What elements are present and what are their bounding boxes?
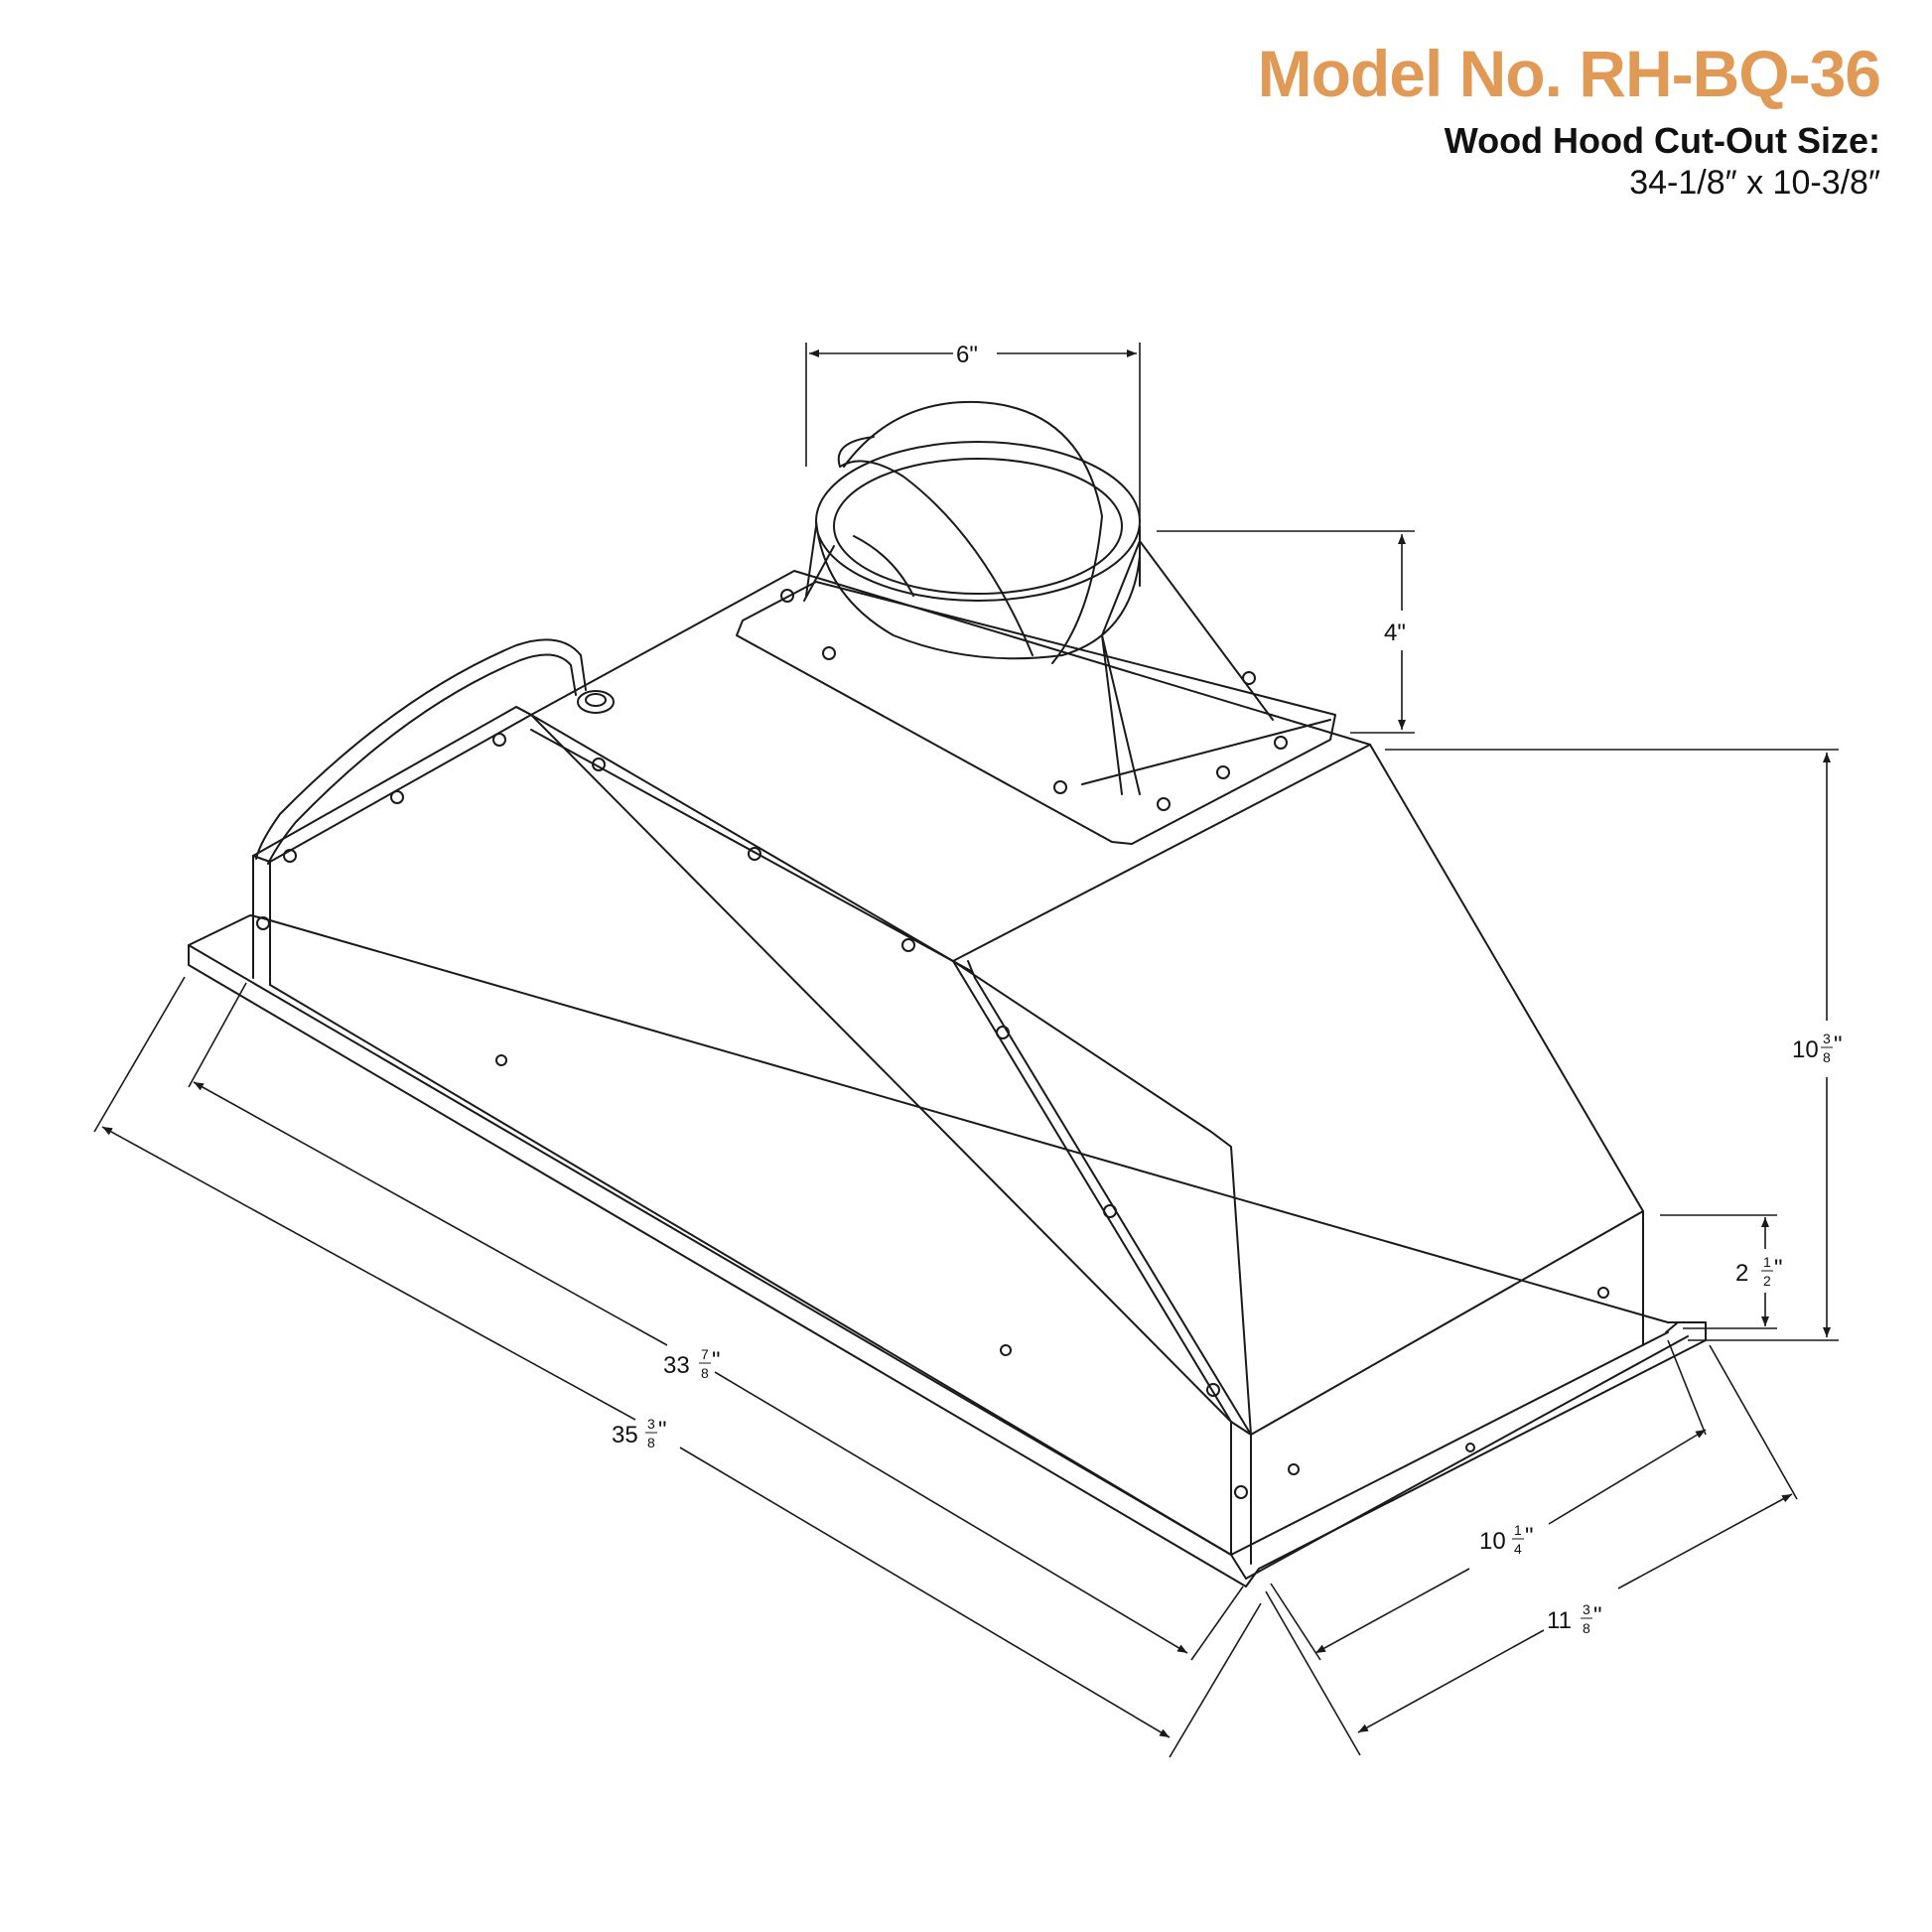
duct-transition [803, 540, 1274, 795]
svg-text:33: 33 [663, 1352, 690, 1379]
total-height-label: 10 3 8 " [1792, 1031, 1843, 1065]
svg-text:": " [1774, 1255, 1783, 1282]
header: Model No. RH-BQ-36 Wood Hood Cut-Out Siz… [1257, 37, 1881, 203]
overall-depth-label: 11 3 8 " [1547, 1601, 1602, 1636]
dim-total-height [1385, 749, 1839, 1341]
collar-height-label: 4" [1384, 620, 1406, 646]
svg-text:3: 3 [647, 1416, 655, 1432]
svg-text:8: 8 [701, 1365, 709, 1381]
svg-text:1: 1 [1763, 1254, 1771, 1270]
svg-text:4: 4 [1514, 1541, 1522, 1557]
svg-text:3: 3 [1583, 1601, 1590, 1617]
left-side-panel [252, 706, 532, 986]
dim-body-length [188, 982, 1244, 1661]
svg-text:35: 35 [612, 1422, 638, 1449]
svg-text:10: 10 [1792, 1036, 1819, 1063]
svg-text:": " [1593, 1602, 1602, 1629]
svg-text:": " [1834, 1032, 1843, 1058]
svg-text:8: 8 [647, 1435, 655, 1450]
svg-text:8: 8 [1823, 1049, 1831, 1065]
screws [256, 589, 1609, 1499]
duct-collar [805, 400, 1141, 664]
svg-text:3: 3 [1823, 1031, 1831, 1046]
cutout-size-label: Wood Hood Cut-Out Size: [1444, 120, 1880, 162]
body-length-label: 33 7 8 " [663, 1346, 721, 1381]
svg-text:": " [712, 1347, 721, 1374]
svg-text:7: 7 [701, 1346, 709, 1362]
svg-text:10: 10 [1479, 1528, 1506, 1555]
svg-text:2: 2 [1763, 1273, 1771, 1289]
svg-text:": " [658, 1417, 667, 1444]
model-title: Model No. RH-BQ-36 [1257, 37, 1881, 110]
liner-flange [188, 914, 1707, 1587]
svg-text:": " [1525, 1523, 1534, 1550]
hood-body [269, 570, 1644, 1565]
duct-flange-plate [736, 581, 1336, 845]
dim-overall-length [93, 976, 1262, 1758]
body-depth-label: 10 1 4 " [1479, 1522, 1534, 1557]
duct-width-label: 6" [956, 342, 978, 368]
liner-height-label: 2 1 2 " [1735, 1254, 1783, 1289]
dim-liner-height [1660, 1214, 1777, 1329]
svg-text:8: 8 [1583, 1620, 1590, 1636]
dim-collar-height [1157, 530, 1415, 734]
cutout-size-value: 34-1/8″ x 10-3/8″ [1629, 164, 1880, 203]
dim-duct-width [805, 343, 1141, 516]
dim-overall-depth [1265, 1344, 1798, 1756]
dim-body-depth [1270, 1339, 1707, 1661]
svg-text:1: 1 [1514, 1522, 1522, 1538]
svg-text:2: 2 [1735, 1260, 1748, 1287]
power-cord [255, 638, 615, 865]
svg-text:11: 11 [1547, 1607, 1572, 1634]
overall-length-label: 35 3 8 " [612, 1416, 667, 1450]
